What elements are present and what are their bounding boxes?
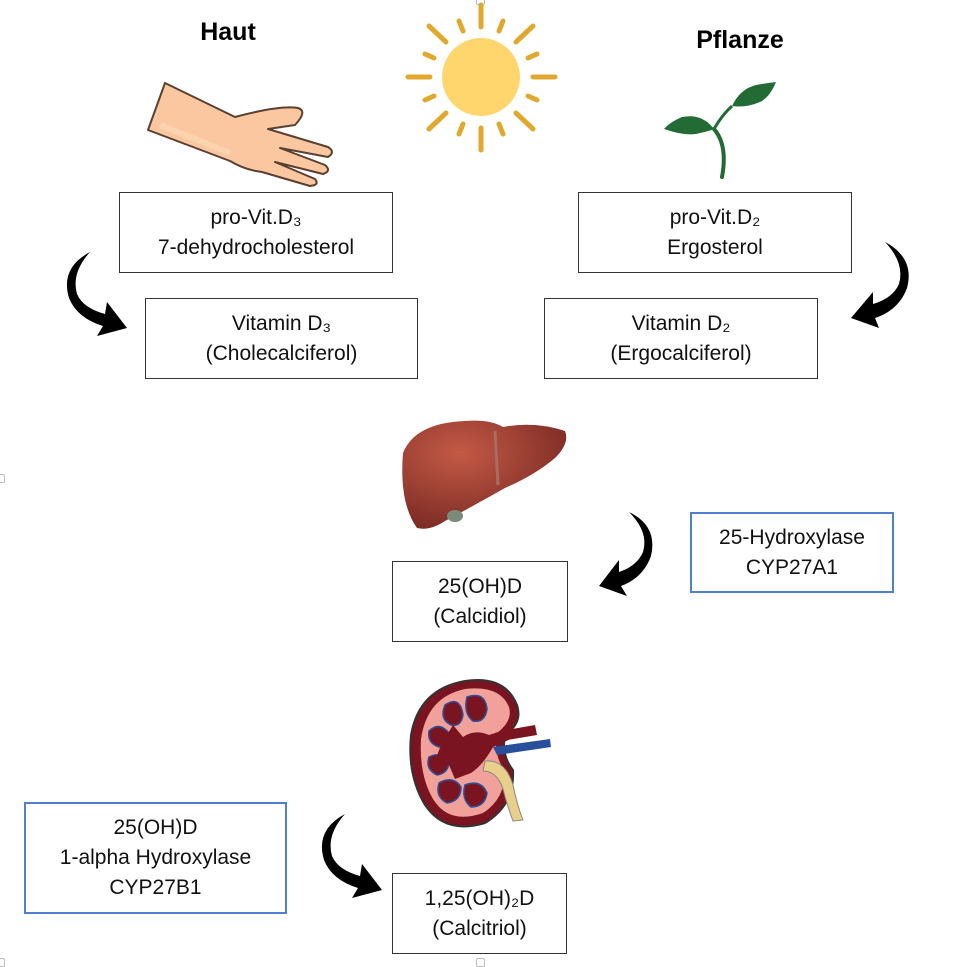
pro-vit-d3-name: pro-Vit.D₃ <box>210 205 302 229</box>
calcidiol-formula: 25(OH)D <box>437 574 522 598</box>
plant-title: Pflanze <box>696 26 784 54</box>
sprout-icon <box>664 82 776 179</box>
pro-vit-d2-name: pro-Vit.D₂ <box>669 205 761 229</box>
vitamin-d2-box: Vitamin D₂ (Ergocalciferol) <box>544 298 818 379</box>
calcidiol-name: (Calcidiol) <box>433 604 527 628</box>
vitamin-d3-compound: (Cholecalciferol) <box>205 341 358 365</box>
hand-icon <box>147 82 333 187</box>
pro-vit-d2-box: pro-Vit.D₂ Ergosterol <box>578 192 852 273</box>
vitamin-d3-name: Vitamin D₃ <box>231 311 332 335</box>
vitamin-d3-box: Vitamin D₃ (Cholecalciferol) <box>145 298 418 379</box>
pro-vit-d3-box: pro-Vit.D₃ 7-dehydrocholesterol <box>119 192 393 273</box>
pro-vit-d2-compound: Ergosterol <box>667 235 763 259</box>
kidney-enzyme-name: 1-alpha Hydroxylase <box>59 846 252 869</box>
arrow-liver-to-calcidiol-icon <box>599 512 653 596</box>
liver-enzyme-name: 25-Hydroxylase <box>719 525 865 549</box>
arrow-plant-to-d2-icon <box>851 242 909 328</box>
arrow-kidney-to-calcitriol-icon <box>321 814 382 898</box>
calcitriol-box: 1,25(OH)₂D (Calcitriol) <box>392 873 567 954</box>
kidney-enzyme-box: 25(OH)D 1-alpha Hydroxylase CYP27B1 <box>24 802 287 914</box>
pro-vit-d3-compound: 7-dehydrocholesterol <box>157 235 355 259</box>
calcitriol-name: (Calcitriol) <box>432 916 527 940</box>
vitamin-d2-compound: (Ergocalciferol) <box>610 341 752 365</box>
kidney-enzyme-gene: CYP27B1 <box>109 876 202 899</box>
vitamin-d2-name: Vitamin D₂ <box>631 311 731 335</box>
kidney-enzyme-substrate: 25(OH)D <box>113 816 198 839</box>
liver-enzyme-box: 25-Hydroxylase CYP27A1 <box>690 512 894 593</box>
kidney-icon <box>409 679 551 828</box>
liver-enzyme-gene: CYP27A1 <box>745 555 839 579</box>
resize-handle-left[interactable] <box>0 474 5 483</box>
calcitriol-formula: 1,25(OH)₂D <box>424 886 535 910</box>
liver-icon <box>402 420 567 529</box>
arrow-skin-to-d3-icon <box>66 252 127 336</box>
skin-title: Haut <box>200 18 256 46</box>
sun-icon <box>405 2 558 153</box>
calcidiol-box: 25(OH)D (Calcidiol) <box>392 561 568 642</box>
